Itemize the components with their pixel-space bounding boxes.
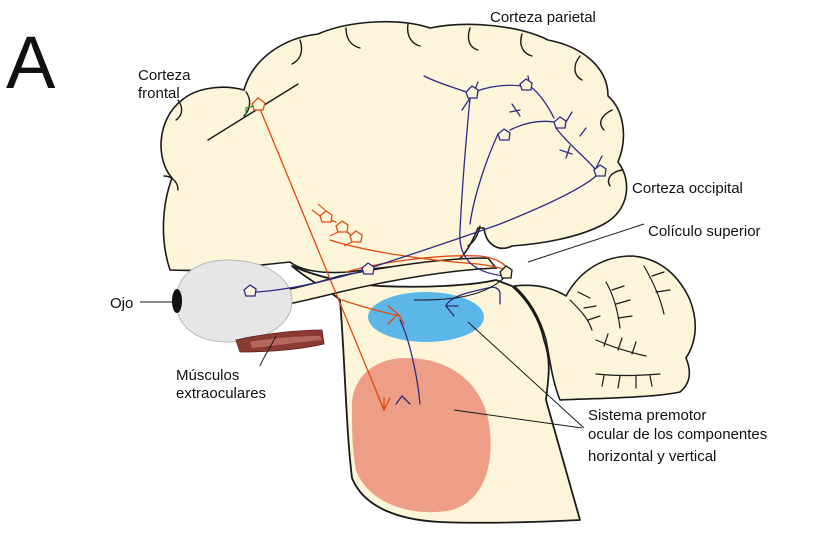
eyeball [176,260,292,342]
label-corteza-frontal-1: Corteza [138,67,191,84]
label-sistema-2: ocular de los componentes [588,426,767,443]
label-sistema-1: Sistema premotor [588,407,706,424]
cerebral-cortex [161,22,627,273]
label-corteza-frontal-2: frontal [138,85,180,102]
label-ojo: Ojo [110,295,133,312]
label-corteza-occipital: Corteza occipital [632,180,743,197]
panel-letter: A [6,21,56,104]
label-musculos-2: extraoculares [176,385,266,402]
label-musculos-1: Músculos [176,367,239,384]
label-corteza-parietal: Corteza parietal [490,9,596,26]
label-coliculo-superior: Colículo superior [648,223,761,240]
eye [172,260,292,342]
pupil [172,289,182,313]
label-sistema-3: horizontal y vertical [588,448,716,465]
